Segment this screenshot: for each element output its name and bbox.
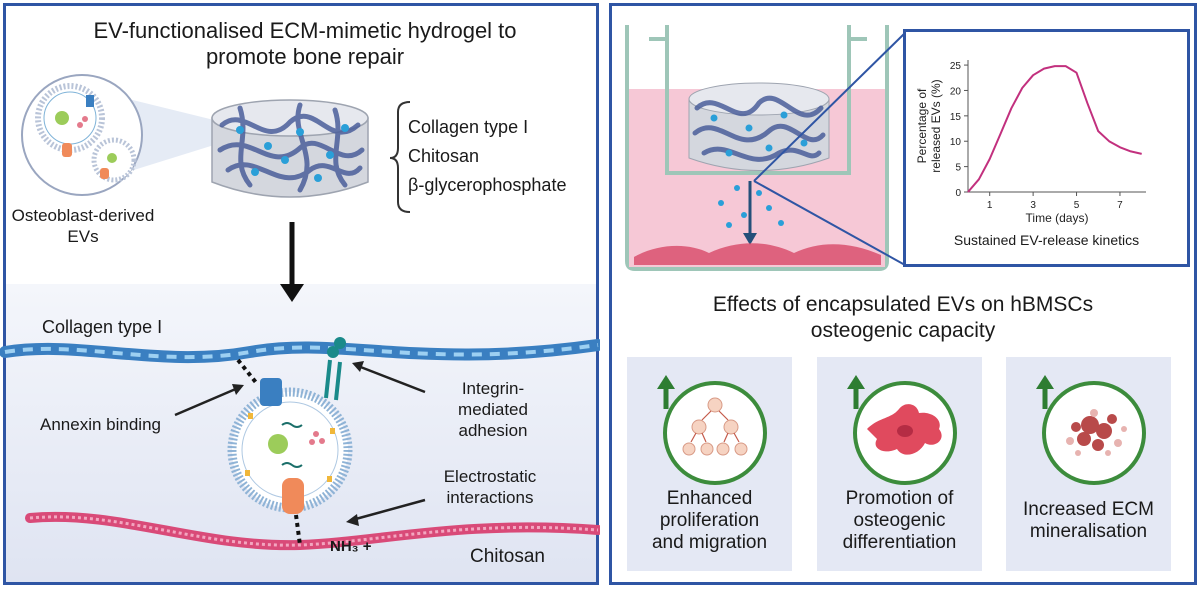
proliferation-icon (657, 375, 767, 485)
y-tick-label: 0 (955, 188, 961, 199)
x-tick-label: 1 (987, 200, 993, 211)
ev-vesicle (227, 337, 353, 514)
y-tick-label: 15 (950, 112, 962, 123)
components-bracket (389, 101, 411, 213)
x-tick-label: 3 (1030, 200, 1036, 211)
y-tick-label: 5 (955, 163, 961, 174)
integrin-label: Integrin-mediated adhesion (458, 379, 528, 440)
effects-title: Effects of encapsulated EVs on hBMSCs os… (712, 293, 1094, 342)
component-bgp: β-glycerophosphate (408, 175, 567, 195)
mineral-nodule-icon (1036, 375, 1146, 485)
cell-layer (634, 243, 881, 265)
component-collagen: Collagen type I (408, 117, 529, 137)
y-tick-label: 25 (950, 61, 962, 72)
component-list: Collagen type I Chitosan β-glycerophosph… (408, 113, 566, 200)
component-chitosan: Chitosan (408, 146, 480, 166)
electrostatic-label: Electrostatic interactions (443, 467, 537, 507)
collagen-label: Collagen type I (42, 317, 163, 337)
chart-caption: Sustained EV-release kinetics (953, 232, 1140, 248)
osteoblast-cell-icon (847, 375, 957, 485)
annexin-label: Annexin binding (40, 415, 161, 434)
chitosan-label: Chitosan (470, 546, 545, 567)
transwell-illustration (625, 25, 906, 271)
x-axis-label: Time (days) (1026, 211, 1089, 225)
down-arrow (280, 284, 304, 302)
nh3-label: NH₃ + (330, 538, 372, 555)
y-tick-label: 10 (950, 137, 962, 148)
y-tick-label: 20 (950, 86, 962, 97)
hydrogel-cylinder (211, 99, 369, 198)
left-title: EV-functionalised ECM-mimetic hydrogel t… (93, 18, 517, 69)
x-tick-label: 7 (1117, 200, 1123, 211)
ev-source-label: Osteoblast-derived EVs (11, 206, 155, 246)
ev-zoom-circle (21, 74, 143, 196)
y-axis-label-line1: Percentage of (915, 88, 929, 163)
x-tick-label: 5 (1074, 200, 1080, 211)
y-axis-label-line2: released EVs (%) (929, 79, 943, 172)
left-illustration (0, 74, 600, 551)
release-curve (967, 65, 1142, 193)
